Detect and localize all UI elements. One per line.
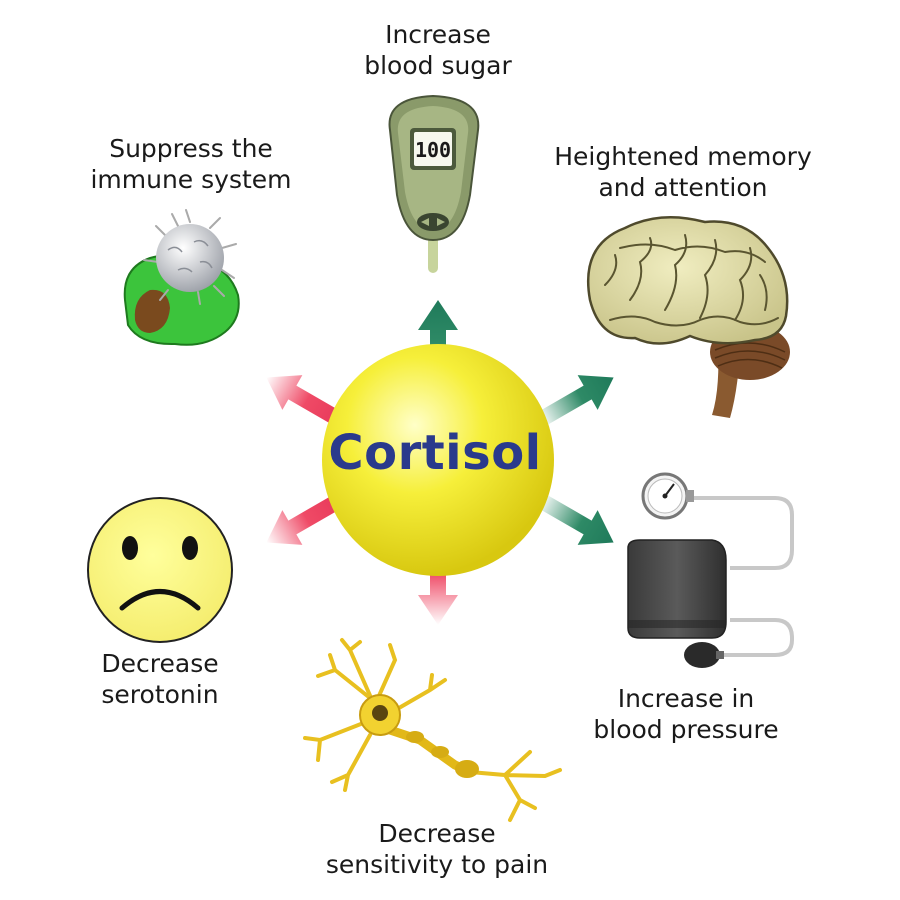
sad-face-icon [87,497,233,643]
sphygmomanometer-icon [627,472,794,668]
label-memory-line1: Heightened memory [554,142,812,171]
label-blood-pressure: Increase in blood pressure [576,683,796,745]
label-blood-sugar-line2: blood sugar [364,51,512,80]
label-pain-line2: sensitivity to pain [325,850,549,879]
glucose-meter-icon: 100 [388,94,480,273]
arrow-down-right-pressure [536,493,614,545]
label-immune-line1: Suppress the [109,134,273,163]
cortisol-title: Cortisol [328,425,542,481]
label-pain-line1: Decrease [378,819,496,848]
arrow-up-left-immune [266,375,344,427]
meter-reading: 100 [415,138,451,162]
immune-cell-icon [123,209,240,346]
label-blood-sugar: Increase blood sugar [338,19,538,81]
arrow-up-right-memory [536,375,614,427]
label-immune: Suppress the immune system [86,133,296,195]
label-pain: Decrease sensitivity to pain [312,818,562,880]
label-blood-sugar-line1: Increase [385,20,491,49]
brain-icon [586,215,790,418]
label-serotonin: Decrease serotonin [70,648,250,710]
label-blood-pressure-line2: blood pressure [593,715,779,744]
neuron-icon [303,638,562,822]
label-immune-line2: immune system [90,165,292,194]
label-serotonin-line2: serotonin [101,680,219,709]
cortisol-hub [322,344,554,576]
label-blood-pressure-line1: Increase in [617,684,755,713]
arrow-down-left-serotonin [266,493,344,545]
arrow-down-pain [418,530,458,625]
label-memory-line2: and attention [598,173,768,202]
label-memory: Heightened memory and attention [538,141,828,203]
label-serotonin-line1: Decrease [101,649,219,678]
